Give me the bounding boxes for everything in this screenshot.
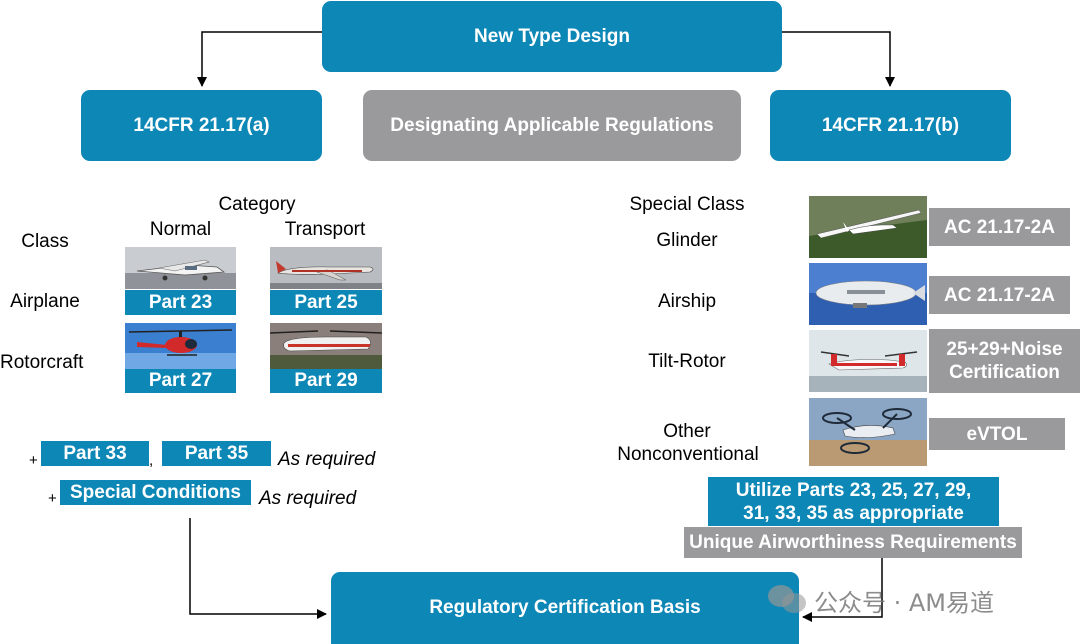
as-required-label-1: As required <box>278 449 376 470</box>
comma-separator: , <box>149 452 154 469</box>
part-23-plate: Part 23 <box>125 290 236 315</box>
watermark: 公众号 · AM易道 <box>768 583 994 617</box>
designating-label: Designating Applicable Regulations <box>390 114 714 136</box>
tilt-rotor-plate: 25+29+Noise Certification <box>929 329 1080 393</box>
category-label: Category <box>218 194 296 215</box>
tilt-rotor-line-2: Certification <box>949 362 1060 383</box>
new-type-design-label: New Type Design <box>474 25 630 47</box>
plus-sign-2: + <box>48 490 57 507</box>
normal-rotorcraft-photo <box>125 323 236 369</box>
evtol-plate: eVTOL <box>929 418 1065 450</box>
part-33-plate: Part 33 <box>41 441 149 466</box>
arrow-left-to-basis <box>189 518 327 619</box>
cfr-b-box: 14CFR 21.17(b) <box>770 90 1011 161</box>
special-conditions-plate: Special Conditions <box>60 480 251 505</box>
watermark-text: 公众号 · AM易道 <box>814 588 995 617</box>
tilt-rotor-line-1: 25+29+Noise <box>946 339 1063 360</box>
part-29-plate: Part 29 <box>270 369 382 393</box>
cfr-a-box: 14CFR 21.17(a) <box>81 90 322 161</box>
regulatory-basis-label: Regulatory Certification Basis <box>429 597 701 618</box>
part-25-plate: Part 25 <box>270 290 382 315</box>
cfr-a-label: 14CFR 21.17(a) <box>133 114 270 136</box>
special-class-label: Special Class <box>629 194 745 215</box>
arrow-right-to-basis <box>802 558 883 622</box>
utilize-parts-line-1: Utilize Parts 23, 25, 27, 29, <box>735 479 972 501</box>
part-27-plate: Part 27 <box>125 369 236 393</box>
tilt-rotor-photo <box>809 330 927 392</box>
airship-label: Airship <box>657 291 717 312</box>
chat-logo-icon <box>768 585 806 615</box>
arrow-to-cfr-b <box>782 31 895 87</box>
transport-label: Transport <box>284 219 366 240</box>
ac-glider-plate: AC 21.17-2A <box>929 208 1070 246</box>
normal-label: Normal <box>149 219 212 240</box>
airship-photo <box>809 263 927 325</box>
transport-airplane-photo <box>270 247 382 289</box>
class-label: Class <box>21 231 69 252</box>
part-35-plate: Part 35 <box>162 441 271 466</box>
new-type-design-box: New Type Design <box>322 1 782 72</box>
other-label: Other <box>663 421 711 442</box>
airplane-label: Airplane <box>10 291 80 312</box>
ac-airship-plate: AC 21.17-2A <box>929 276 1070 314</box>
cfr-b-label: 14CFR 21.17(b) <box>821 114 960 136</box>
nonconventional-label: Nonconventional <box>617 444 759 465</box>
rotorcraft-label: Rotorcraft <box>0 352 84 373</box>
tilt-rotor-label: Tilt-Rotor <box>648 351 726 372</box>
arrow-to-cfr-a <box>197 31 322 87</box>
transport-rotorcraft-photo <box>270 323 382 369</box>
designating-box: Designating Applicable Regulations <box>363 90 741 161</box>
utilize-parts-plate: Utilize Parts 23, 25, 27, 29, 31, 33, 35… <box>708 477 999 526</box>
as-required-label-2: As required <box>259 488 357 509</box>
normal-airplane-photo <box>125 247 236 289</box>
glider-photo <box>809 196 927 258</box>
unique-airworthiness-plate: Unique Airworthiness Requirements <box>684 527 1022 558</box>
glider-label: Glinder <box>656 230 718 251</box>
regulatory-basis-box: Regulatory Certification Basis <box>331 572 799 644</box>
plus-sign-1: + <box>29 452 38 469</box>
evtol-photo <box>809 398 927 466</box>
utilize-parts-line-2: 31, 33, 35 as appropriate <box>743 502 964 524</box>
